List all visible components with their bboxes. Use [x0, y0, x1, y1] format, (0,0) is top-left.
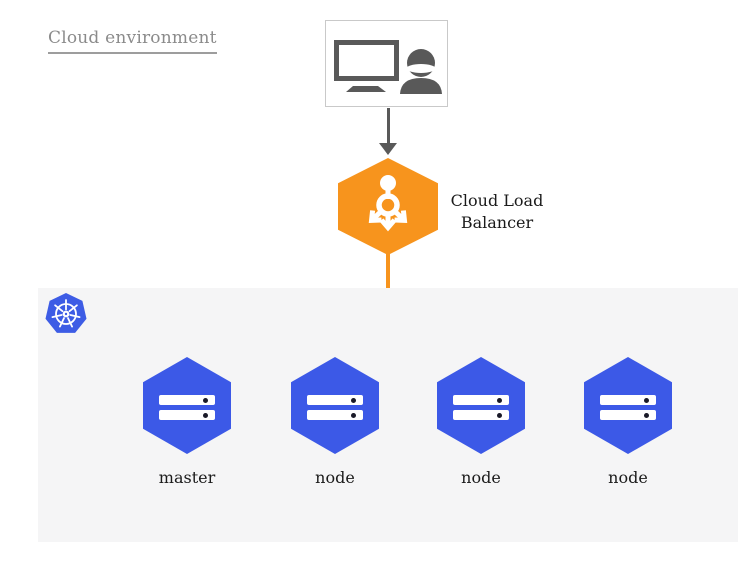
load-balancer-label: Cloud Load Balancer: [450, 191, 544, 232]
server-led-dot: [203, 412, 208, 418]
node-label: master: [158, 468, 216, 487]
server-led-dot: [497, 412, 502, 418]
node-label: node: [608, 468, 648, 487]
server-led-dot: [644, 412, 649, 418]
node-label: node: [315, 468, 355, 487]
load-balancer-icon: [356, 175, 420, 232]
connector-trunk-line: [386, 254, 390, 306]
server-led-dot: [203, 397, 208, 403]
server-led-dot: [351, 397, 356, 403]
server-led-dot: [644, 397, 649, 403]
load-balancer-hexagon: [338, 158, 438, 255]
kubernetes-logo-icon: [45, 293, 87, 333]
server-led-dot: [497, 397, 502, 403]
arrow-client-to-loadbalancer-line: [387, 108, 390, 144]
node-label: node: [461, 468, 501, 487]
client-workstation-box: [325, 20, 448, 107]
page-title: Cloud environment: [48, 28, 217, 54]
workstation-user-icon: [326, 40, 447, 110]
server-led-dot: [351, 412, 356, 418]
arrow-down-icon: [379, 143, 397, 155]
